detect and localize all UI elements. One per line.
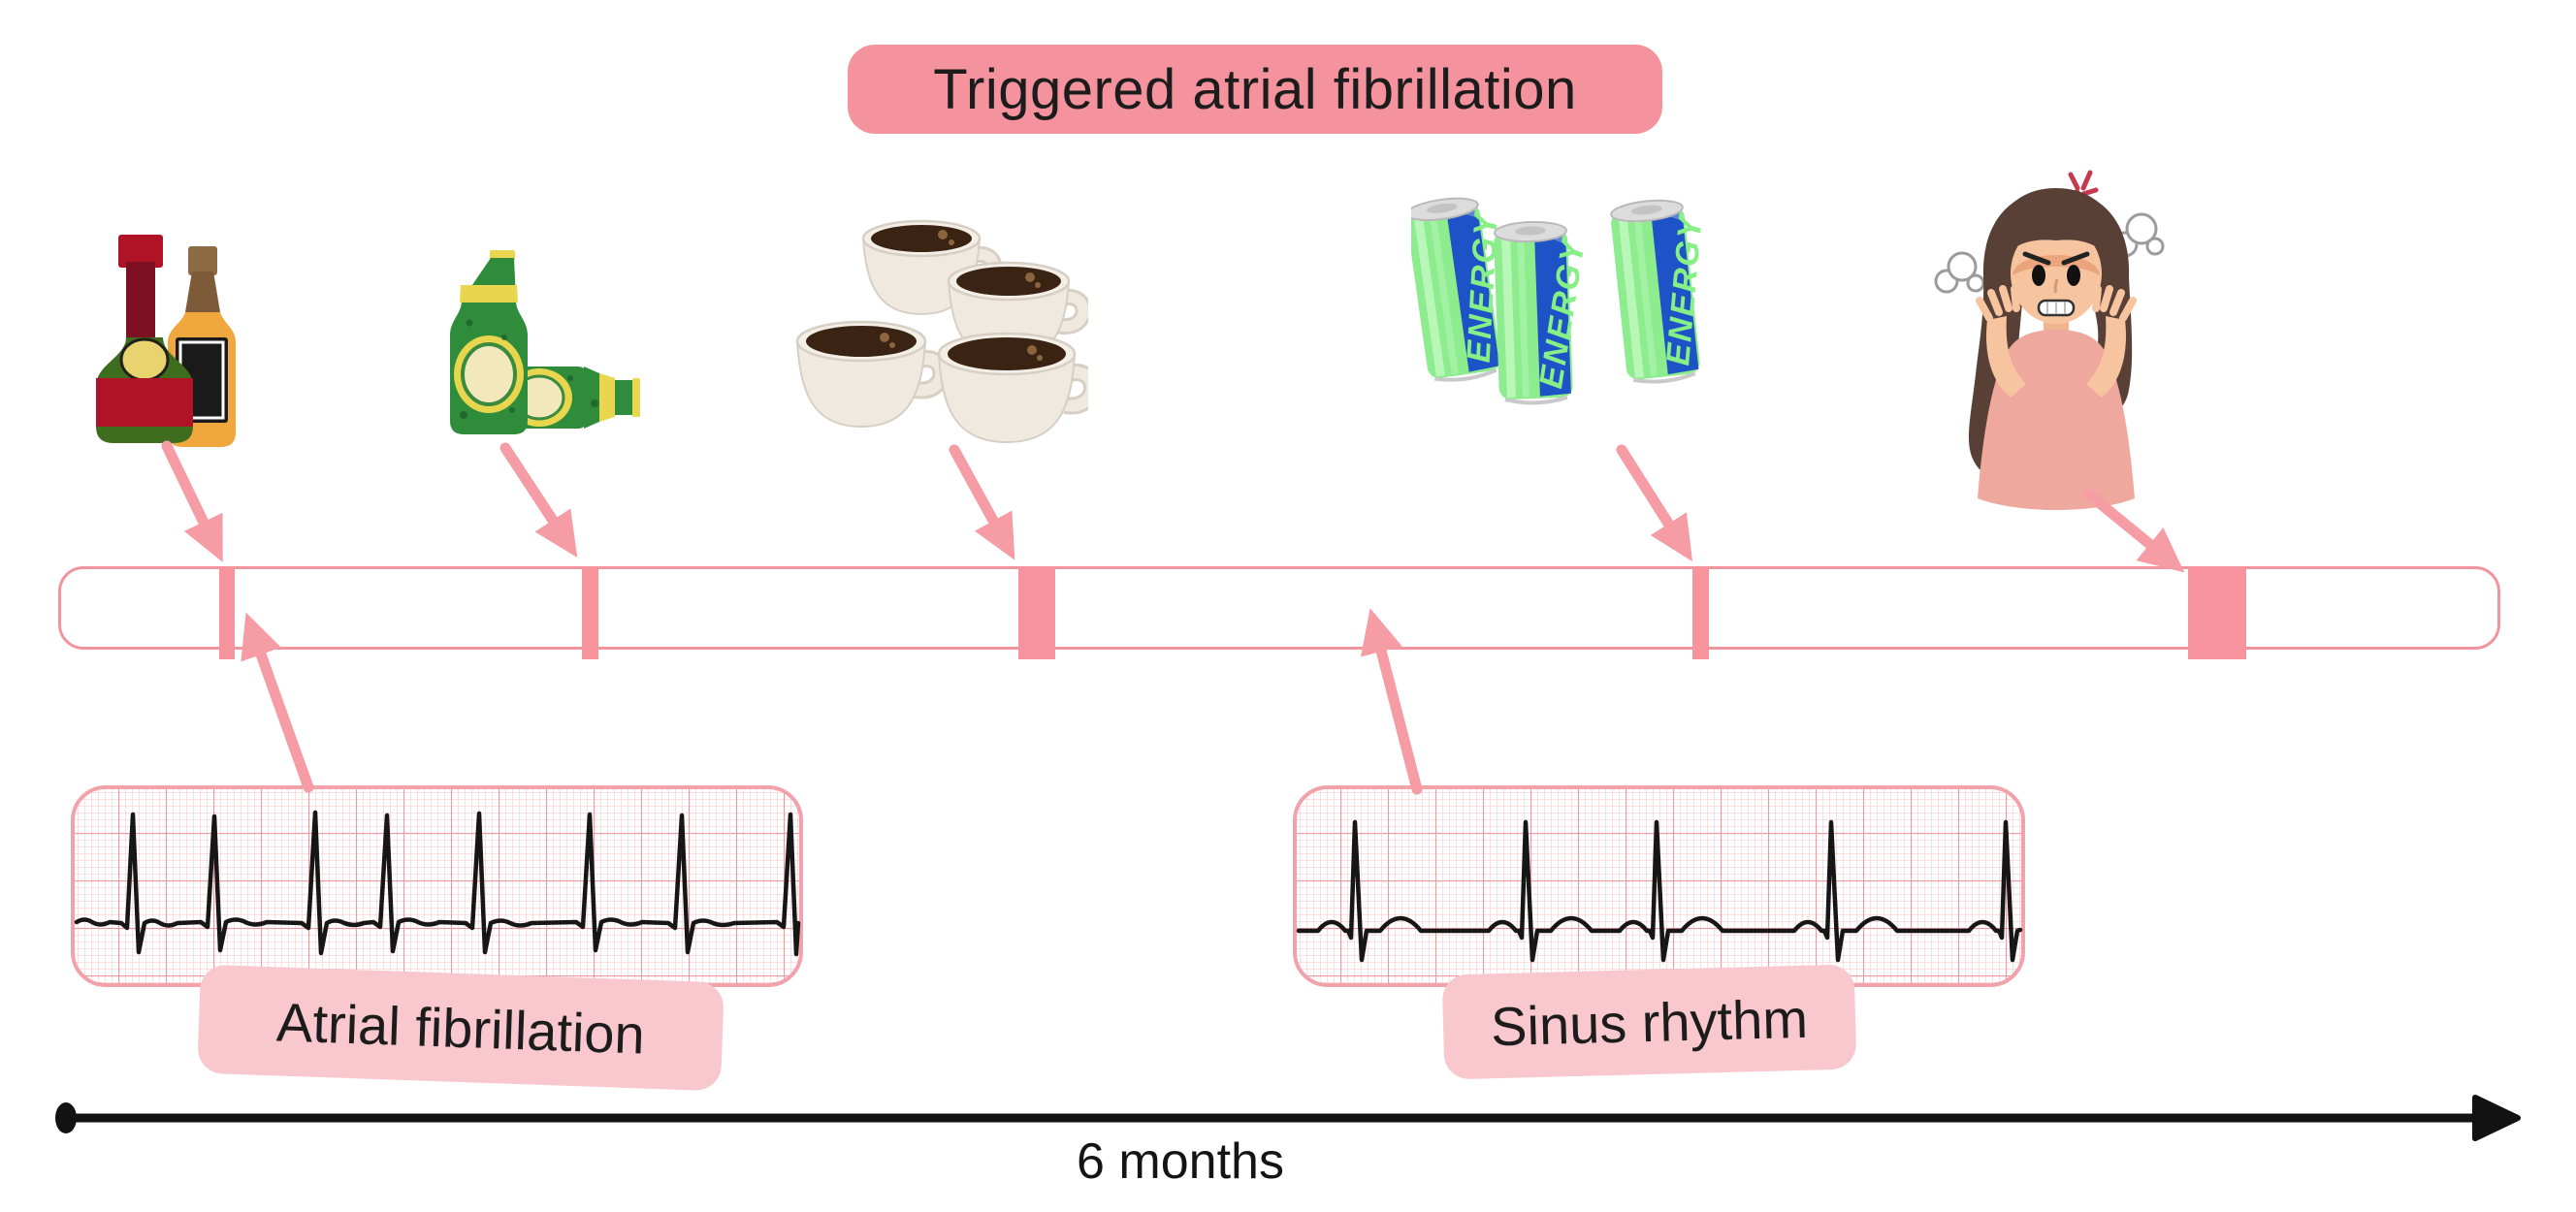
coffee-cup-3: [795, 320, 950, 429]
sinus-ecg-strip: [1293, 785, 2025, 987]
liquor-bottles-icon: [96, 235, 236, 447]
standing-beer-bottle: [450, 250, 528, 434]
title-banner: Triggered atrial fibrillation: [848, 45, 1662, 134]
raised-arms: [1986, 316, 2126, 398]
arrow-alcohol: [161, 440, 223, 562]
arrow-beer: [499, 442, 578, 558]
arrow-coffee: [949, 444, 1015, 560]
sinus-label: Sinus rhythm: [1441, 964, 1857, 1080]
claw-hands: [1976, 285, 2137, 322]
forehead-shadow: [2012, 255, 2100, 275]
timeline-bar: [58, 566, 2500, 650]
afib-label: Atrial fibrillation: [197, 964, 724, 1092]
coffee-cup-4: [937, 332, 1088, 444]
bangs: [1987, 188, 2125, 312]
angry-face-features: [2022, 251, 2090, 317]
energy-drink-cans-icon: ENERGY ENERGY ENERGY: [1411, 197, 1710, 405]
face: [2011, 223, 2102, 324]
coffee-cups-icon: [795, 219, 1088, 444]
stressed-person-icon: [1934, 170, 2165, 510]
steam-puff-left-icon: [1934, 251, 1997, 294]
page-title: Triggered atrial fibrillation: [933, 57, 1577, 121]
sinus-trace: [1296, 819, 2023, 963]
energy-can-3: ENERGY: [1610, 199, 1710, 384]
timeline-marker-stress: [2188, 566, 2246, 659]
afib-label-text: Atrial fibrillation: [275, 990, 646, 1066]
timeline-marker-beer: [582, 566, 598, 659]
beer-bottles-icon: [450, 250, 640, 434]
arrow-energy: [1616, 444, 1693, 562]
timeline-marker-coffee: [1018, 566, 1055, 659]
anger-mark-icon: [2062, 170, 2099, 197]
timeline-marker-alcohol: [219, 566, 235, 659]
afib-ecg-strip: [71, 785, 803, 987]
axis-label: 6 months: [1077, 1133, 1284, 1190]
axis-arrowhead-icon: [2472, 1095, 2521, 1141]
sinus-label-text: Sinus rhythm: [1490, 987, 1809, 1057]
axis-start-dot: [55, 1102, 77, 1133]
energy-can-2: ENERGY: [1494, 220, 1593, 405]
liqueur-bottle: [96, 235, 193, 443]
energy-can-1: ENERGY: [1411, 197, 1505, 382]
afib-trace: [74, 810, 801, 957]
timeline-marker-energy: [1692, 566, 1709, 659]
